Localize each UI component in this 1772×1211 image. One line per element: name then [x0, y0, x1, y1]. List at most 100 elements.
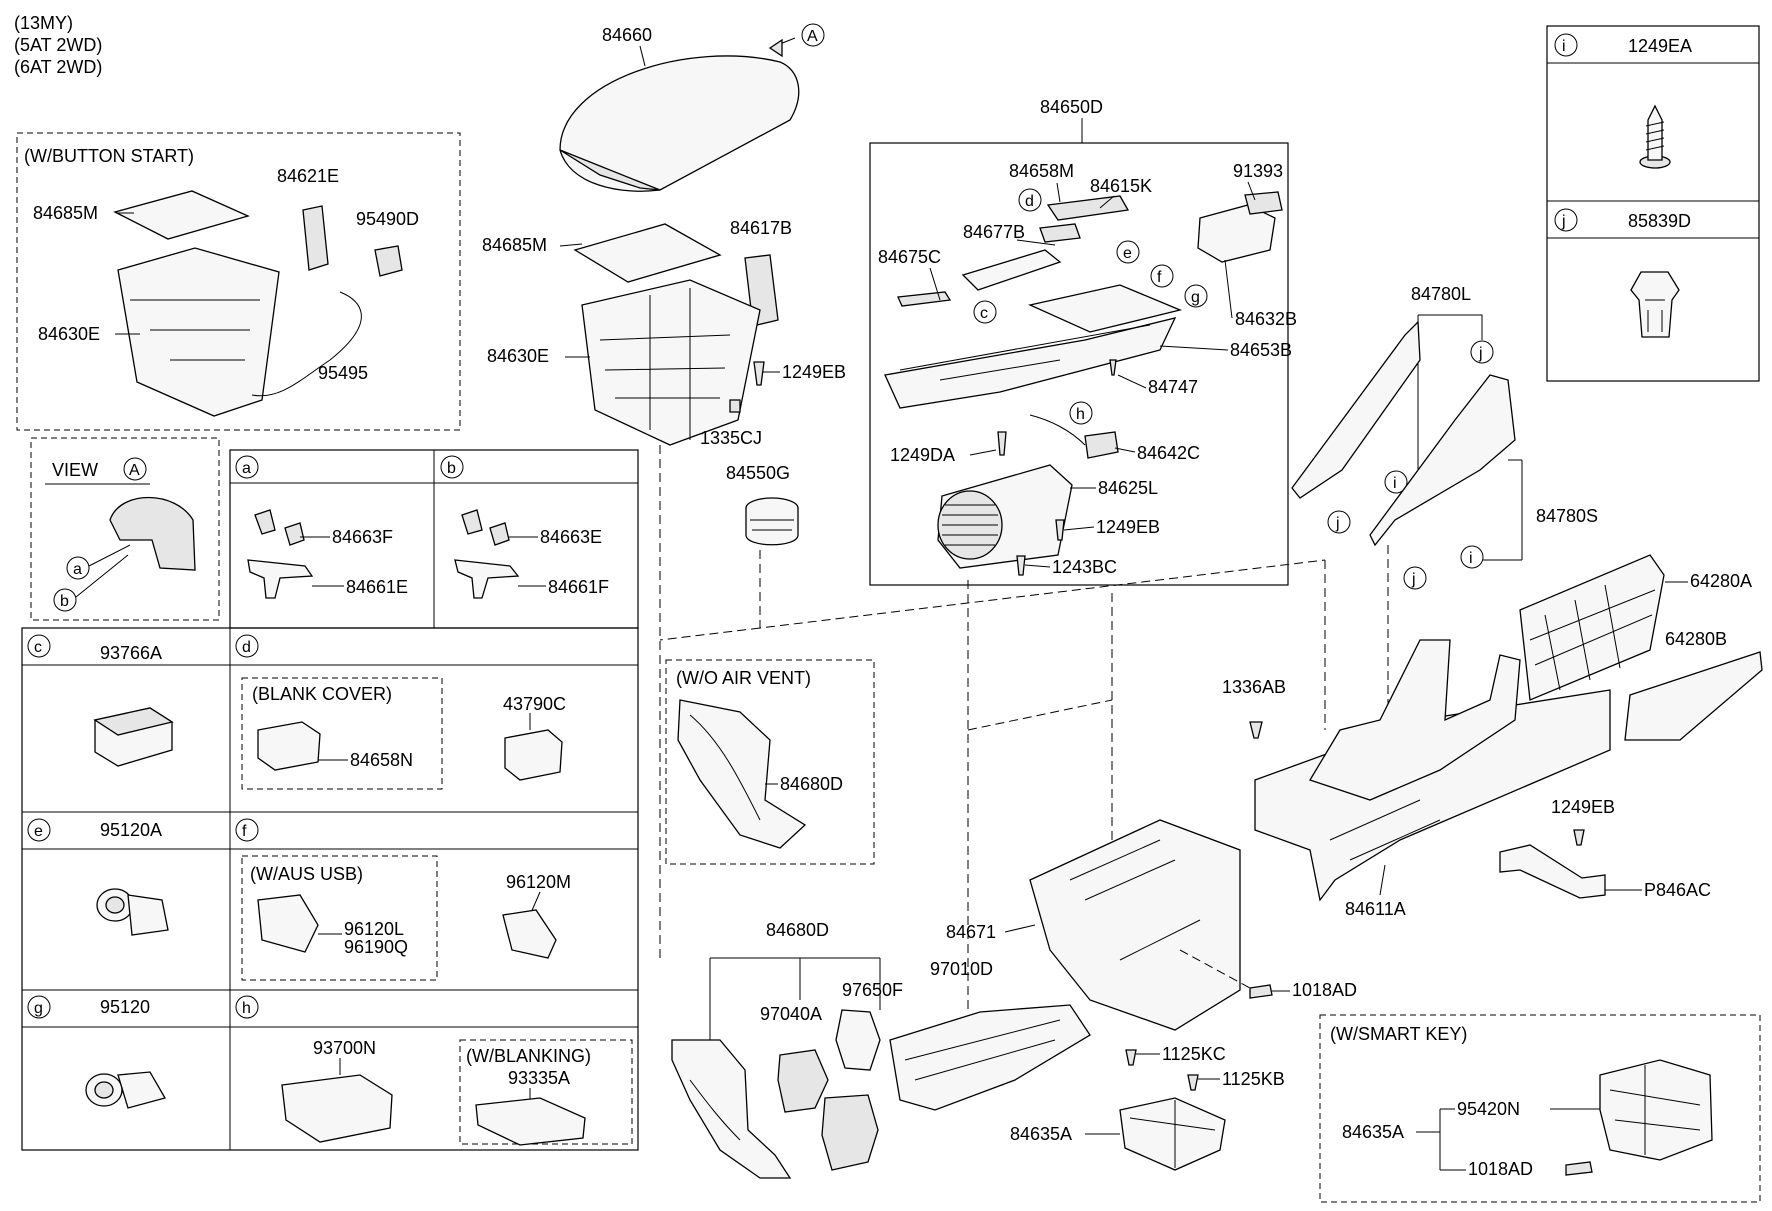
- bracket-assembly: 1125KC 1125KB 84635A: [1010, 1044, 1285, 1171]
- part-label-84680d-front: 84680D: [766, 920, 829, 940]
- cell-d: d (BLANK COVER) 84658N 43790C: [235, 634, 566, 790]
- part-label-1336ab: 1336AB: [1222, 677, 1286, 697]
- legend-letter-j: j: [1561, 213, 1566, 230]
- garnish-letter-i-left: i: [1393, 475, 1397, 492]
- cell-letter-g: g: [34, 1000, 43, 1017]
- cell-letter-e: e: [34, 823, 43, 840]
- panel-letter-g: g: [1191, 289, 1200, 306]
- cell-letter-f: f: [242, 823, 247, 840]
- garnish-letter-j-left: j: [1335, 515, 1340, 532]
- button-start-label: (W/BUTTON START): [24, 146, 194, 166]
- blank-cover-label: (BLANK COVER): [252, 684, 392, 704]
- garnish-letter-i-right: i: [1469, 550, 1473, 567]
- cell-letter-h: h: [242, 1000, 251, 1017]
- legend-i-code: 1249EA: [1628, 36, 1692, 56]
- part-label-84671: 84671: [946, 922, 996, 942]
- part-label-1018ad-smartkey: 1018AD: [1468, 1159, 1533, 1179]
- panel-letter-d: d: [1025, 193, 1034, 210]
- model-year: (13MY): [14, 13, 73, 33]
- part-label-84615k: 84615K: [1090, 176, 1152, 196]
- part-label-84630e-main: 84630E: [487, 346, 549, 366]
- cell-letter-c: c: [34, 639, 42, 656]
- cell-b: b 84663E 84661F: [440, 455, 609, 599]
- view-a-label: VIEW: [52, 460, 98, 480]
- part-label-84685m-button: 84685M: [33, 203, 98, 223]
- view-a-arrow-letter: A: [807, 28, 818, 45]
- part-label-93335a: 93335A: [508, 1068, 570, 1088]
- part-label-96120m: 96120M: [506, 872, 571, 892]
- part-label-84550g: 84550G: [726, 463, 790, 483]
- transmission-6at: (6AT 2WD): [14, 57, 102, 77]
- cell-g-code: 95120: [100, 997, 150, 1017]
- main-console: 64280A 64280B 1336AB 1249EB P846AC 84611…: [1222, 554, 1763, 919]
- part-label-1018ad-console: 1018AD: [1292, 980, 1357, 1000]
- part-label-84680d-airvent: 84680D: [780, 774, 843, 794]
- part-label-1249eb-console: 1249EB: [1551, 797, 1615, 817]
- part-label-84780s: 84780S: [1536, 506, 1598, 526]
- cell-c-code: 93766A: [100, 643, 162, 663]
- button-start-group: (W/BUTTON START) 84685M 84621E 95490D 84…: [16, 132, 461, 431]
- part-label-84677b: 84677B: [963, 222, 1025, 242]
- panel-letter-e: e: [1123, 245, 1132, 262]
- part-label-93700n: 93700N: [313, 1038, 376, 1058]
- part-label-84630e-button: 84630E: [38, 324, 100, 344]
- armrest-assembly: 84660 A 84685M 84617B 84630E 1249EB 1335…: [482, 23, 846, 546]
- part-label-84663f: 84663F: [332, 527, 393, 547]
- part-label-84642c: 84642C: [1137, 443, 1200, 463]
- blanking-label: (W/BLANKING): [466, 1046, 591, 1066]
- lower-console: 84671 1018AD: [946, 819, 1357, 1031]
- panel-letter-f: f: [1157, 269, 1162, 286]
- part-label-97040a: 97040A: [760, 1004, 822, 1024]
- part-label-84658n: 84658N: [350, 750, 413, 770]
- front-vent-group: 84680D 97040A 97650F 97010D: [671, 920, 1091, 1179]
- cell-a: a 84663F 84661E: [235, 455, 408, 599]
- part-label-1249eb-box: 1249EB: [782, 362, 846, 382]
- smart-key-group: (W/SMART KEY) 84635A 95420N 1018AD: [1319, 1014, 1761, 1203]
- option-grid: [21, 449, 639, 1151]
- part-label-1125kb: 1125KB: [1222, 1069, 1285, 1089]
- view-a-letter-b: b: [60, 593, 69, 610]
- part-label-84660: 84660: [602, 25, 652, 45]
- legend-j-code: 85839D: [1628, 211, 1691, 231]
- transmission-5at: (5AT 2WD): [14, 35, 102, 55]
- without-air-vent-group: (W/O AIR VENT) 84680D: [665, 659, 875, 865]
- cell-h: h 93700N (W/BLANKING) 93335A: [235, 995, 633, 1146]
- view-a-group: VIEW A a b: [30, 437, 220, 621]
- smart-key-label: (W/SMART KEY): [1330, 1024, 1467, 1044]
- part-label-1335cj: 1335CJ: [700, 428, 762, 448]
- legend-letter-i: i: [1562, 38, 1566, 55]
- view-a-letter-a: a: [73, 561, 82, 578]
- part-label-1243bc: 1243BC: [1052, 557, 1117, 577]
- cell-g: g 95120: [27, 995, 166, 1109]
- part-label-84632b: 84632B: [1235, 309, 1297, 329]
- model-header: (13MY) (5AT 2WD) (6AT 2WD): [14, 13, 102, 77]
- clip-icon: [1630, 271, 1680, 338]
- part-label-1249da: 1249DA: [890, 445, 955, 465]
- part-label-95420n: 95420N: [1457, 1099, 1520, 1119]
- part-label-84617b: 84617B: [730, 218, 792, 238]
- garnish-letter-j-top: j: [1478, 345, 1483, 362]
- part-label-84780l: 84780L: [1411, 284, 1471, 304]
- part-label-95495: 95495: [318, 363, 368, 383]
- part-label-84635a-smartkey: 84635A: [1342, 1122, 1404, 1142]
- part-label-84661f: 84661F: [548, 577, 609, 597]
- shift-panel-group: 84650D 84658M 84615K 91393 84677B 84675C…: [869, 97, 1297, 586]
- part-label-84621e: 84621E: [277, 166, 339, 186]
- part-label-84663e: 84663E: [540, 527, 602, 547]
- garnish-letter-j-right: j: [1411, 571, 1416, 588]
- part-label-84635a-main: 84635A: [1010, 1124, 1072, 1144]
- part-label-97010d: 97010D: [930, 959, 993, 979]
- screw-icon: [1639, 104, 1671, 169]
- part-label-96120l: 96120L: [344, 919, 404, 939]
- part-label-84661e: 84661E: [346, 577, 408, 597]
- part-label-43790c: 43790C: [503, 694, 566, 714]
- aus-usb-label: (W/AUS USB): [250, 864, 363, 884]
- side-garnish-group: 84780L j i j 84780S i j: [1291, 284, 1598, 590]
- part-label-96190q: 96190Q: [344, 937, 408, 957]
- fastener-legend-table: i 1249EA j 85839D: [1546, 25, 1760, 382]
- part-label-84625l: 84625L: [1098, 478, 1158, 498]
- part-label-1125kc: 1125KC: [1162, 1044, 1226, 1064]
- part-label-84747: 84747: [1148, 377, 1198, 397]
- cell-c: c 93766A: [27, 634, 174, 767]
- part-label-84650d: 84650D: [1040, 97, 1103, 117]
